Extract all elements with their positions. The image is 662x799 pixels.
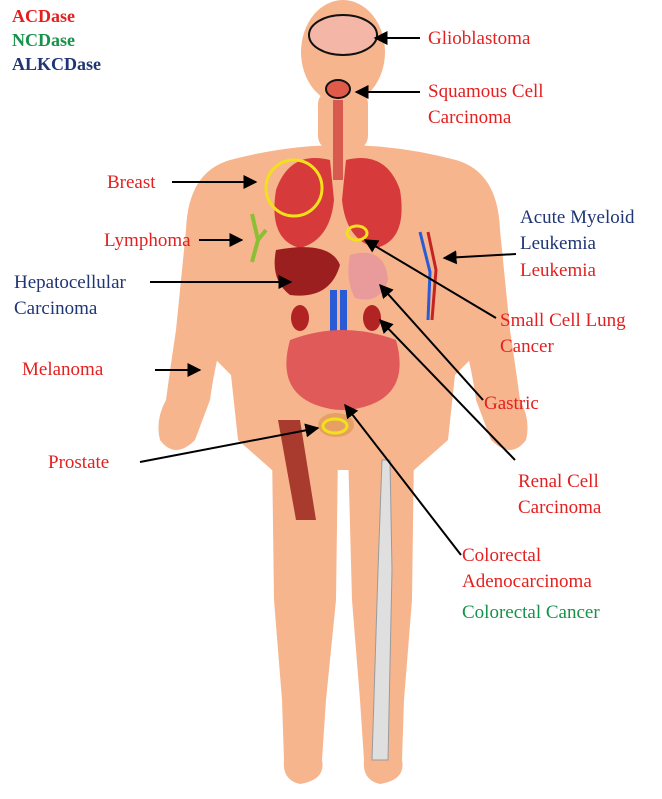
label-prostate: Prostate [48,450,109,475]
label-colorectal-cancer: Colorectal Cancer [462,600,600,625]
label-gastric: Gastric [484,391,539,416]
kidney-right-icon [363,305,381,331]
label-squamous-line2: Carcinoma [428,105,511,130]
legend-ncdase: NCDase [12,29,75,51]
label-colorectal-line2: Adenocarcinoma [462,569,592,594]
label-lymphoma: Lymphoma [104,228,191,253]
intestines-icon [286,330,399,410]
label-leukemia: Leukemia [520,258,596,283]
label-renal-line2: Carcinoma [518,495,601,520]
label-hepatocellular-line2: Carcinoma [14,296,97,321]
brain-icon [309,15,377,55]
label-sclc-line1: Small Cell Lung [500,308,626,333]
label-breast: Breast [107,170,156,195]
label-hepatocellular-line1: Hepatocellular [14,270,126,295]
kidney-left-icon [291,305,309,331]
label-melanoma: Melanoma [22,357,103,382]
label-aml-line1: Acute Myeloid [520,205,635,230]
legend-alkcdase: ALKCDase [12,53,101,75]
throat-marker-icon [326,80,350,98]
label-renal-line1: Renal Cell [518,469,599,494]
trachea-icon [333,100,343,180]
label-glioblastoma: Glioblastoma [428,26,530,51]
legend-acdase: ACDase [12,5,75,27]
label-aml-line2: Leukemia [520,231,596,256]
label-colorectal-line1: Colorectal [462,543,541,568]
label-squamous-line1: Squamous Cell [428,79,544,104]
label-sclc-line2: Cancer [500,334,554,359]
